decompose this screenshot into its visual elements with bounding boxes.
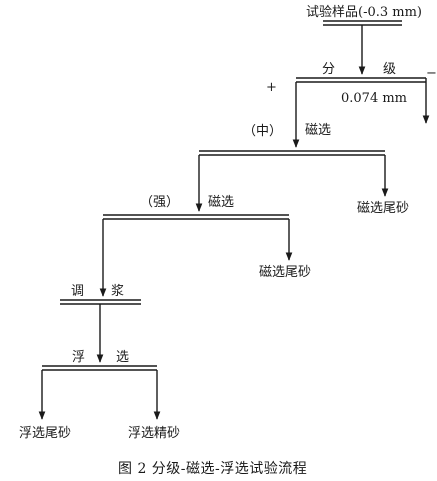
classify-left-label: 分: [322, 62, 336, 77]
figure-caption: 图 2 分级-磁选-浮选试验流程: [118, 461, 308, 477]
classify-plus-sign: +: [266, 80, 277, 95]
classify-right-label: 级: [383, 62, 397, 77]
classify-size-label: 0.074 mm: [341, 91, 408, 106]
flotation-concentrate-label: 浮选精砂: [128, 426, 181, 441]
strong-mag-intensity-label: （强）: [140, 195, 180, 210]
flotation-tail-label: 浮选尾砂: [19, 426, 72, 441]
sample-label: 试验样品(-0.3 mm): [306, 5, 422, 20]
conditioning-right-label: 浆: [111, 284, 125, 299]
conditioning-left-label: 调: [71, 284, 85, 299]
classify-minus-sign: −: [426, 66, 437, 81]
strong-mag-process-label: 磁选: [208, 195, 235, 210]
medium-mag-tail-label: 磁选尾砂: [357, 201, 410, 216]
medium-mag-intensity-label: （中）: [243, 124, 283, 139]
flotation-left-label: 浮: [72, 350, 86, 365]
strong-mag-tail-label: 磁选尾砂: [259, 265, 312, 280]
medium-mag-process-label: 磁选: [305, 123, 332, 138]
flotation-right-label: 选: [116, 350, 130, 365]
